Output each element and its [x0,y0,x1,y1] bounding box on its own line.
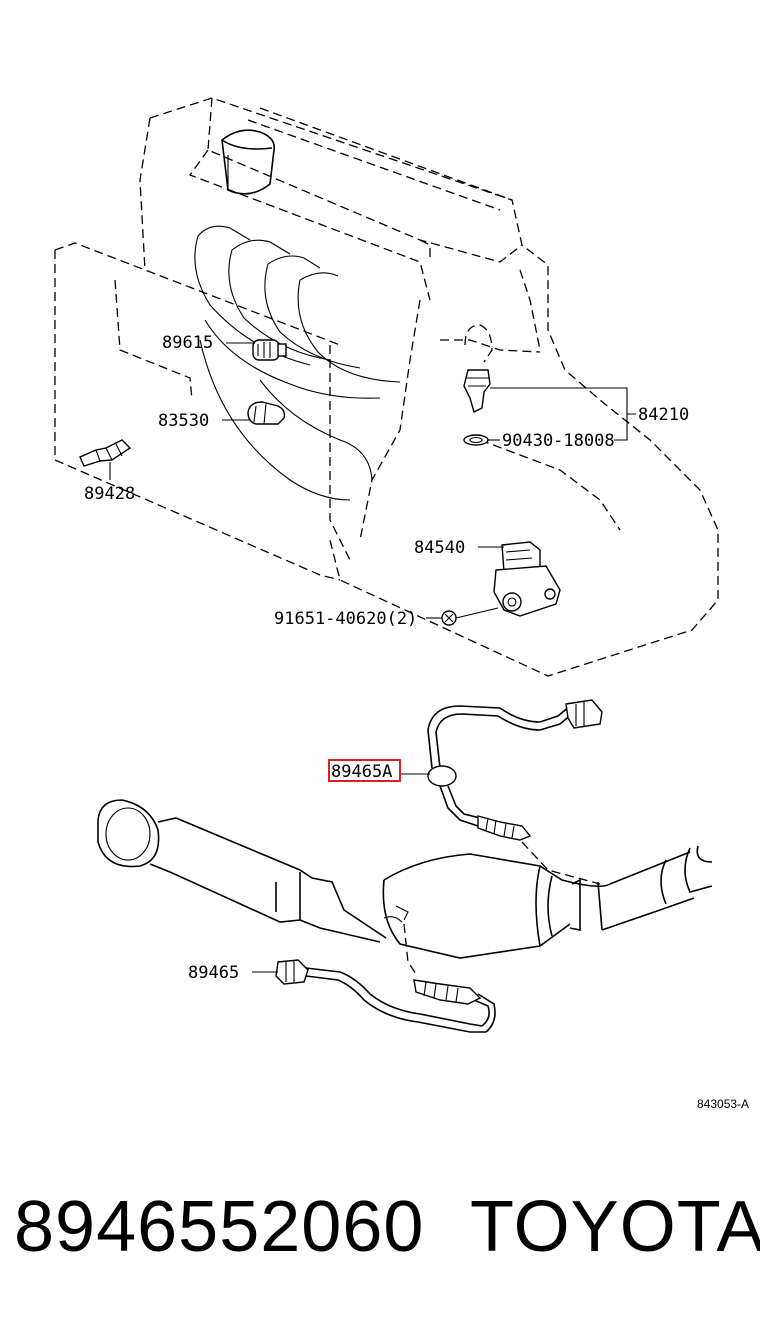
highlight-box [328,759,401,782]
intake-runners [194,225,401,501]
leader-upper [521,841,601,885]
label-89465-lower: 89465 [188,963,239,983]
label-90430: 90430-18008 [502,431,615,451]
label-84210: 84210 [638,405,689,425]
drawing-reference: 843053-A [697,1097,750,1111]
label-84540: 84540 [414,538,465,558]
sensor-89428 [79,439,132,480]
label-89465-upper[interactable]: 89465A [331,762,392,782]
exhaust-pipe [97,799,713,959]
label-89615: 89615 [162,333,213,353]
label-91651: 91651-40620(2) [274,609,417,629]
side-panel-outline [54,242,341,581]
part-number: 8946552060 [14,1187,425,1267]
sensor-84540 [478,541,561,617]
sensor-89615 [226,339,287,361]
switch-84210 [463,324,636,446]
parts-diagram: 89615 83530 89428 84210 90430-18008 8454… [54,97,719,1033]
brand-name: TOYOTA [470,1187,760,1267]
label-89428: 89428 [84,484,135,504]
label-83530: 83530 [158,411,209,431]
oxygen-sensor-lower [252,923,496,1033]
engine-block-outline [139,97,719,677]
bolt-91651 [426,607,499,626]
oxygen-sensor-upper [400,699,603,841]
sensor-83530 [222,401,286,425]
oil-cap [221,129,276,195]
